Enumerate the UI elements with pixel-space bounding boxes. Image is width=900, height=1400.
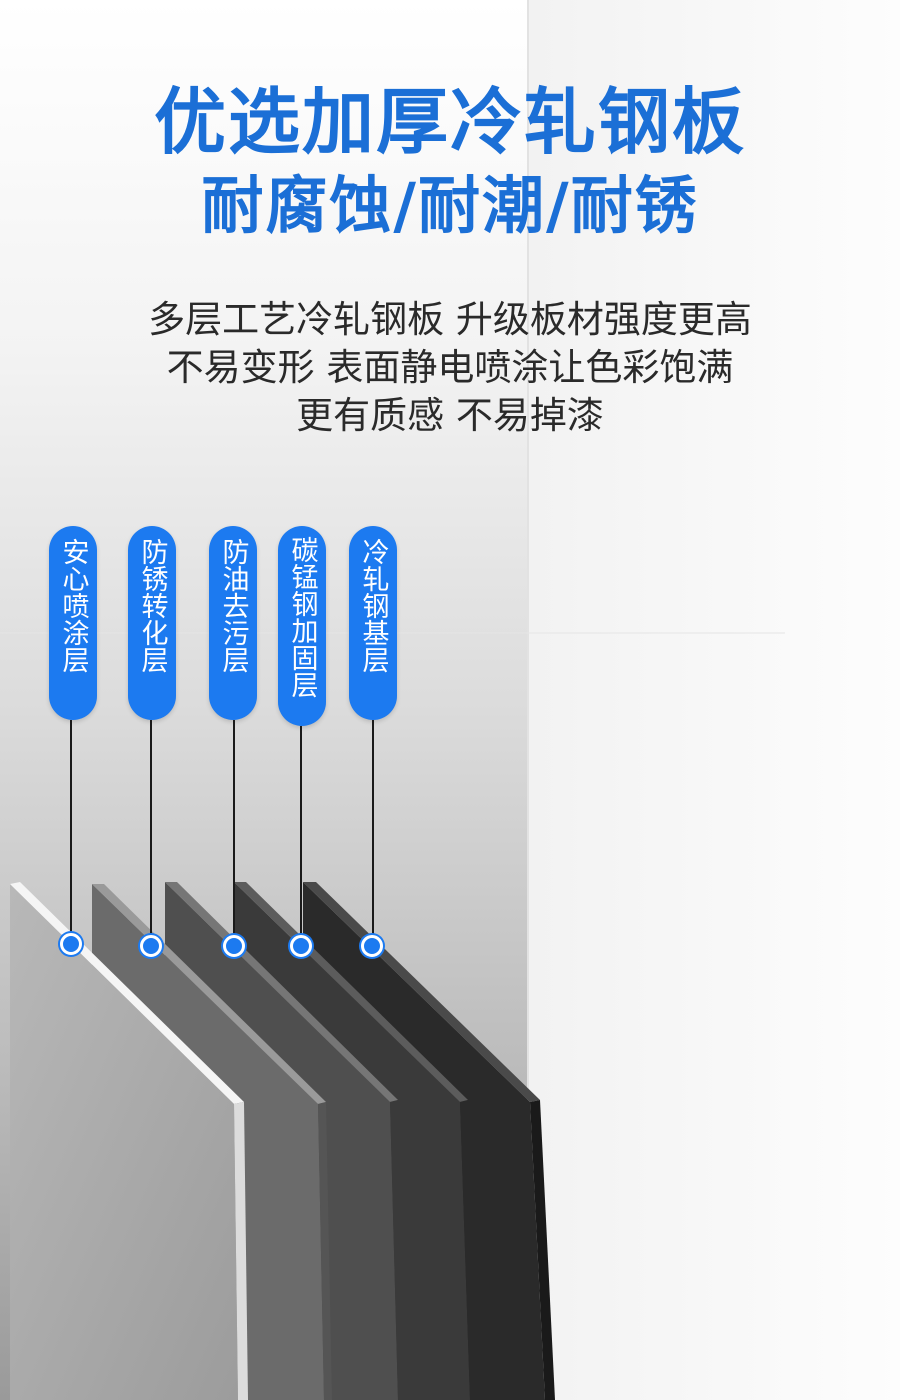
- layer-label-text: 安心喷涂层: [57, 538, 89, 673]
- layer-label-text: 冷轧钢基层: [357, 538, 389, 673]
- layer-label-anti-oil: 防油去污层: [209, 526, 257, 720]
- callout-dot: [223, 935, 245, 957]
- callout-line: [150, 720, 152, 946]
- layer-label-text: 防锈转化层: [136, 538, 168, 673]
- callout-line: [300, 726, 302, 946]
- description-line-2: 不易变形 表面静电喷涂让色彩饱满: [166, 346, 734, 389]
- callout-dot: [60, 933, 82, 955]
- description-line-3: 更有质感 不易掉漆: [296, 394, 604, 437]
- layer-label-anti-rust: 防锈转化层: [128, 526, 176, 720]
- callout-line: [70, 720, 72, 944]
- callout-dot: [290, 935, 312, 957]
- callout-line: [372, 720, 374, 946]
- callout-dot: [140, 935, 162, 957]
- layer-label-text: 碳锰钢加固层: [286, 536, 318, 698]
- callout-dot: [361, 935, 383, 957]
- layer-label-cold-rolled-base: 冷轧钢基层: [349, 526, 397, 720]
- headline-line-2: 耐腐蚀/耐潮/耐锈: [201, 169, 699, 242]
- description-line-1: 多层工艺冷轧钢板 升级板材强度更高: [148, 298, 752, 341]
- layer-label-spray-coating: 安心喷涂层: [49, 526, 97, 720]
- layer-label-text: 防油去污层: [217, 538, 249, 673]
- layer-label-carbon-manganese: 碳锰钢加固层: [278, 526, 326, 726]
- callout-line: [233, 720, 235, 946]
- headline-line-1: 优选加厚冷轧钢板: [153, 80, 746, 164]
